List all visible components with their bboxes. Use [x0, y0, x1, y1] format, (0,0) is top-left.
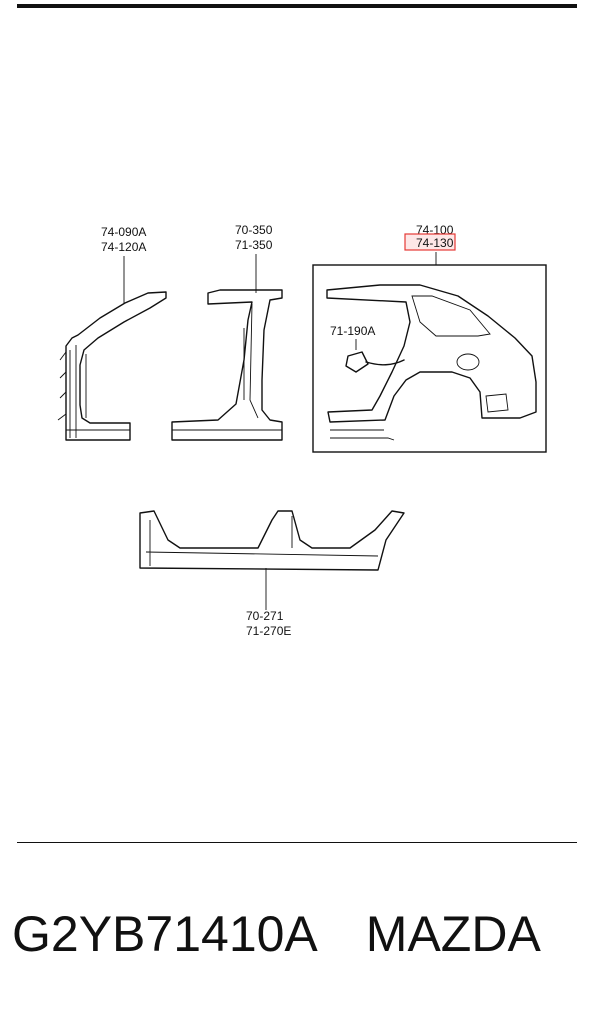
quarter-window	[411, 295, 491, 337]
top-rule	[17, 4, 577, 8]
fuel-lid-cable	[365, 359, 405, 366]
a-pillar-part: 74-090A 74-120A	[57, 225, 167, 441]
a-pillar-outline	[65, 291, 167, 441]
bottom-rule	[17, 842, 577, 843]
quarter-panel-code-2-highlighted: 74-130	[416, 236, 454, 250]
b-pillar-part: 70-350 71-350	[171, 223, 283, 441]
a-pillar-tabs	[57, 351, 67, 421]
side-sill-code-1: 70-271	[246, 609, 284, 623]
side-sill-code-2: 71-270E	[246, 624, 291, 638]
quarter-panel-part: 74-100 74-130 71-190A	[312, 223, 547, 453]
footer: G2YB71410A MAZDA	[12, 898, 592, 970]
quarter-panel-frame	[312, 264, 547, 453]
body-panel-diagram: 74-090A 74-120A 70-350 71-350 74-100 74-…	[57, 223, 547, 638]
a-pillar-detail	[66, 345, 130, 438]
b-pillar-outline	[171, 289, 283, 441]
side-sill-outline	[139, 510, 405, 571]
tail-lamp-recess	[485, 393, 509, 413]
brand-name: MAZDA	[365, 906, 541, 962]
quarter-sill-edge	[330, 429, 395, 441]
fuel-door-opening	[456, 353, 480, 371]
quarter-panel-outline	[326, 284, 537, 423]
side-sill-part: 70-271 71-270E	[139, 510, 405, 638]
highlight-box	[404, 233, 456, 251]
b-pillar-code-2: 71-350	[235, 238, 273, 252]
side-sill-detail	[145, 516, 379, 566]
b-pillar-detail	[172, 303, 282, 431]
fuel-lid-part	[345, 351, 369, 373]
b-pillar-code-1: 70-350	[235, 223, 273, 237]
a-pillar-code-1: 74-090A	[101, 225, 146, 239]
part-number: G2YB71410A	[12, 906, 318, 962]
a-pillar-code-2: 74-120A	[101, 240, 146, 254]
fuel-lid-code: 71-190A	[330, 324, 375, 338]
